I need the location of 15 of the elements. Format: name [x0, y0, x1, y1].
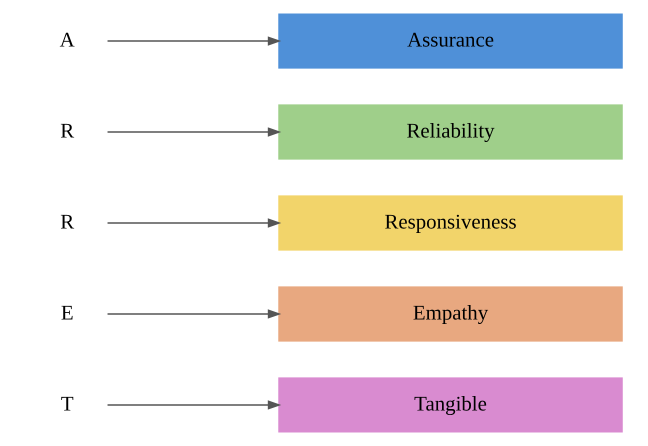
- arrow: [107, 218, 281, 228]
- node-box: Tangible: [278, 377, 622, 433]
- node-text: T: [60, 391, 74, 416]
- node-box: Reliability: [278, 104, 622, 160]
- node-text: A: [59, 28, 74, 52]
- node-text: R: [60, 210, 74, 234]
- arrow: [107, 400, 281, 410]
- arrow: [107, 36, 281, 46]
- node-box: Responsiveness: [278, 195, 622, 251]
- arrow: [107, 309, 281, 319]
- node-text: E: [60, 300, 74, 324]
- node-text: R: [60, 118, 74, 143]
- node-box: Empathy: [278, 286, 622, 342]
- node-box: Assurance: [278, 13, 622, 69]
- arrow: [107, 127, 281, 137]
